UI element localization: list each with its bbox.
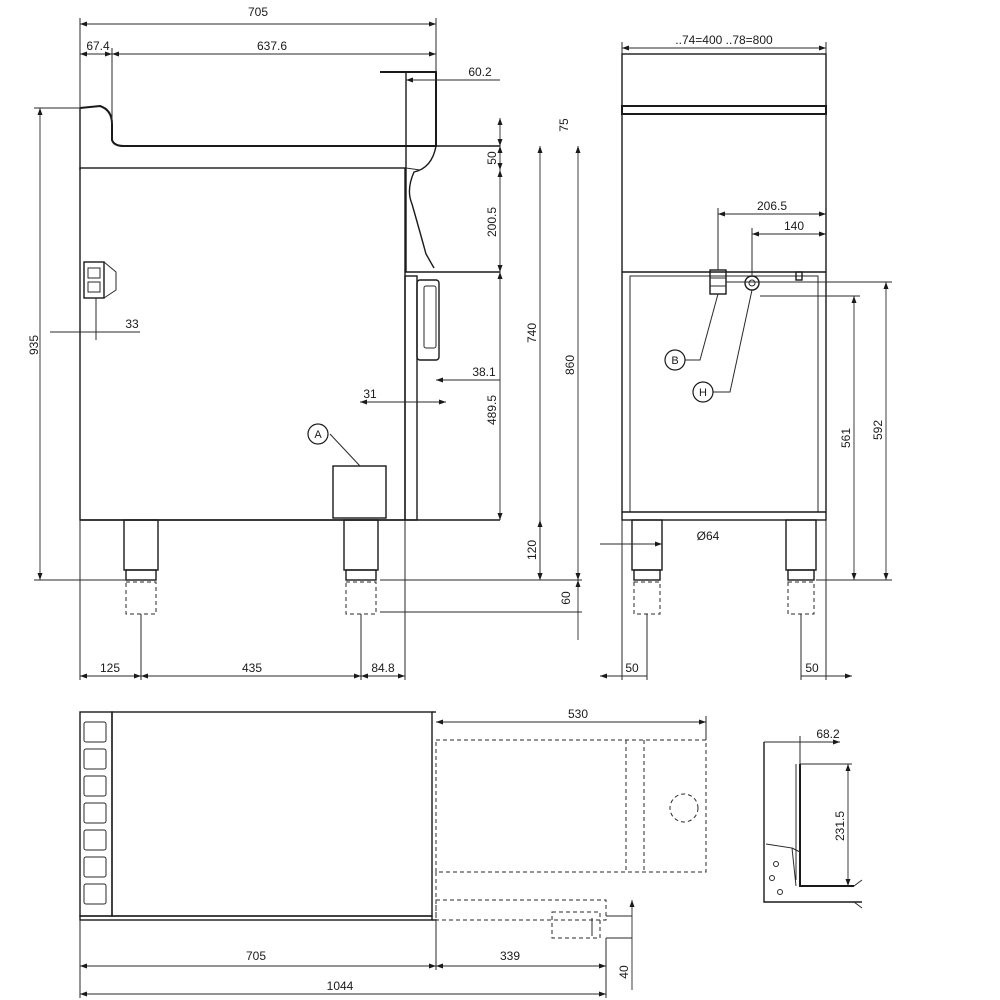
dim-foot-right: 84.8 [371,661,395,675]
dim-step-height: 50 [485,151,499,165]
dim-door-gap: 31 [363,387,377,401]
dim-detail-height: 231.5 [833,811,847,841]
callout-b: B [664,349,686,371]
dim-conn-b-offset: 206.5 [757,199,787,213]
side-view [79,71,500,680]
dim-foot-left: 125 [100,661,120,675]
callout-h-label: H [699,387,707,399]
dim-inlet-offset: 33 [125,317,139,331]
dim-detail-offset: 68.2 [816,727,840,741]
dim-plan-offset: 40 [617,965,631,979]
dim-top-thickness: 75 [557,118,571,132]
dim-door-offset: 38.1 [472,365,496,379]
dim-side-width: 705 [248,5,268,19]
callout-a: A [307,423,329,445]
plan-view [79,711,707,939]
dim-overall-height: 860 [563,355,577,375]
dim-plan-total: 1044 [327,979,354,993]
dim-total-height: 935 [27,335,41,355]
dim-foot-adjust: 60 [559,591,573,605]
dim-flue-height: 200.5 [485,207,499,237]
dim-plan-extension: 339 [500,949,520,963]
plan-dimension-labels: 530 705 339 1044 40 [246,707,631,993]
dim-front-foot-left: 50 [625,661,639,675]
detail-dimensions [764,736,851,886]
dim-leg-diameter: Ø64 [697,529,720,543]
callout-b-label: B [671,355,678,367]
dim-front-width: ..74=400 ..78=800 [675,33,773,47]
dim-leg-height: 120 [525,540,539,560]
control-knobs [83,721,107,905]
front-view [621,53,827,680]
callout-h: H [692,381,714,403]
front-dimension-labels: ..74=400 ..78=800 206.5 140 561 592 Ø64 … [625,33,885,675]
side-dimension-labels: 705 67.4 637.6 60.2 935 33 75 50 200.5 7… [27,5,577,675]
dim-drawer-depth: 530 [568,707,588,721]
dim-conn-h-offset: 140 [784,219,804,233]
plan-dimensions [79,716,707,998]
dim-plan-depth: 705 [246,949,266,963]
detail-dimension-labels: 68.2 231.5 [816,727,847,841]
side-dimensions [34,18,582,679]
dim-front-foot-right: 50 [805,661,819,675]
detail-view [763,742,863,909]
dim-top-depth: 637.6 [257,39,287,53]
dim-left-offset: 67.4 [86,39,110,53]
dim-body-height: 740 [525,323,539,343]
callout-a-label: A [314,429,322,441]
dim-conn-h-height: 561 [839,428,853,448]
dim-conn-b-height: 592 [871,420,885,440]
front-dimensions [600,42,892,679]
dim-foot-spacing: 435 [242,661,262,675]
dim-overhang: 60.2 [468,65,492,79]
dim-door-height: 489.5 [485,395,499,425]
